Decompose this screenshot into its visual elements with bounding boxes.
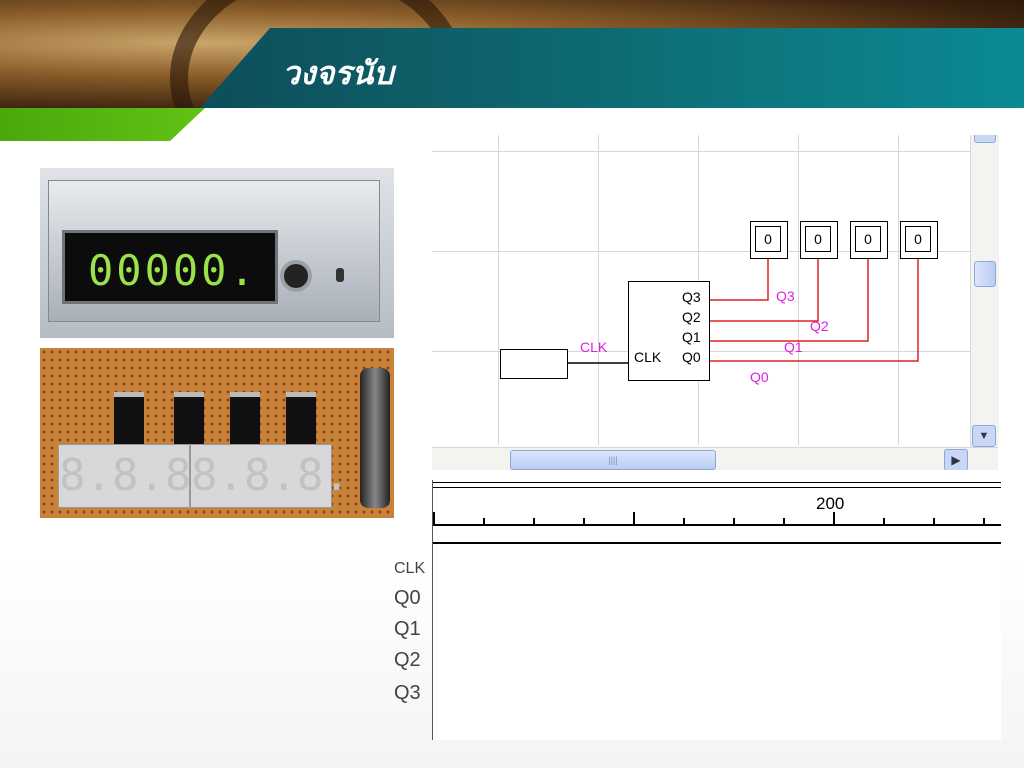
vertical-scroll-thumb[interactable]: [974, 261, 996, 287]
ruler-baseline: [433, 524, 1001, 526]
grid-line: [798, 135, 799, 445]
wire-q1: [708, 259, 869, 342]
wire-label-q2: Q2: [810, 318, 829, 334]
input-jack: [280, 260, 312, 292]
seven-segment-display: 8.8.8.: [190, 444, 350, 508]
wire-label-q0: Q0: [750, 369, 769, 385]
ruler-tick: [783, 518, 785, 525]
led-display-q3[interactable]: 0: [750, 221, 788, 259]
grid-line: [432, 251, 972, 252]
ic-chip: [230, 392, 260, 447]
circuit-board-photo: 8.8.8. 8.8.8.: [40, 348, 394, 518]
wire-label-q3: Q3: [776, 288, 795, 304]
display-digits: 00000.: [88, 246, 258, 295]
seven-segment-display: 8.8.8.: [58, 444, 218, 508]
pin-label-q1: Q1: [682, 329, 701, 345]
led-display-q2[interactable]: 0: [800, 221, 838, 259]
scroll-right-button[interactable]: ▶: [944, 449, 968, 470]
slide-title: วงจรนับ: [282, 54, 394, 92]
led-value: 0: [805, 226, 831, 252]
grid-line: [432, 151, 972, 152]
pin-label-clk: CLK: [634, 349, 662, 365]
ic-chip: [174, 392, 204, 447]
ruler-bottom-line: [433, 542, 1001, 544]
bnc-connector: [360, 368, 390, 508]
ic-chip: [286, 392, 316, 447]
ruler-tick: [833, 512, 835, 525]
vertical-scrollbar[interactable]: [970, 135, 999, 447]
counter-device-photo: 00000.: [40, 168, 394, 338]
wire-q2: [708, 259, 819, 322]
led-display-q1[interactable]: 0: [850, 221, 888, 259]
ruler-tick: [433, 512, 435, 525]
toggle-switch: [336, 268, 344, 282]
pin-label-q0: Q0: [682, 349, 701, 365]
ruler-label: 200: [816, 494, 845, 513]
led-value: 0: [855, 226, 881, 252]
led-value: 0: [755, 226, 781, 252]
ruler-tick: [533, 518, 535, 525]
wire-label-clk: CLK: [580, 339, 608, 355]
ruler-border: [433, 482, 1001, 488]
signal-label-q1: Q1: [394, 618, 421, 640]
ruler-tick: [983, 518, 985, 525]
wire-label-q1: Q1: [784, 339, 803, 355]
wire-q3: [708, 259, 769, 301]
grid-line: [898, 135, 899, 445]
ruler-tick: [933, 518, 935, 525]
ruler-tick: [733, 518, 735, 525]
ruler-tick: [583, 518, 585, 525]
ruler-tick: [483, 518, 485, 525]
clock-source[interactable]: [500, 349, 568, 379]
horizontal-scroll-thumb[interactable]: ||||: [510, 450, 716, 470]
signal-label-q3: Q3: [394, 682, 421, 704]
signal-label-q0: Q0: [394, 587, 421, 609]
signal-label-q2: Q2: [394, 649, 421, 671]
schematic-canvas[interactable]: Q3 Q2 Q1 Q0 CLK 0 0 0 0 CLK Q3 Q2 Q1 Q0 …: [432, 135, 1000, 470]
pin-label-q2: Q2: [682, 309, 701, 325]
grid-line: [498, 135, 499, 445]
scroll-up-button[interactable]: [974, 135, 996, 143]
signal-label-clk: CLK: [394, 560, 426, 577]
ruler-tick: [633, 512, 635, 525]
title-band: [200, 28, 1024, 108]
display-panel: [62, 230, 278, 304]
scroll-down-button[interactable]: ▼: [972, 425, 996, 447]
ruler-tick: [683, 518, 685, 525]
led-display-q0[interactable]: 0: [900, 221, 938, 259]
pin-label-q3: Q3: [682, 289, 701, 305]
accent-bar: [0, 108, 205, 141]
timing-diagram[interactable]: 200: [432, 480, 1001, 740]
grid-line: [598, 135, 599, 445]
led-value: 0: [905, 226, 931, 252]
ruler-tick: [883, 518, 885, 525]
ic-chip: [114, 392, 144, 447]
counter-component[interactable]: [628, 281, 710, 381]
wire-q0: [708, 259, 919, 362]
